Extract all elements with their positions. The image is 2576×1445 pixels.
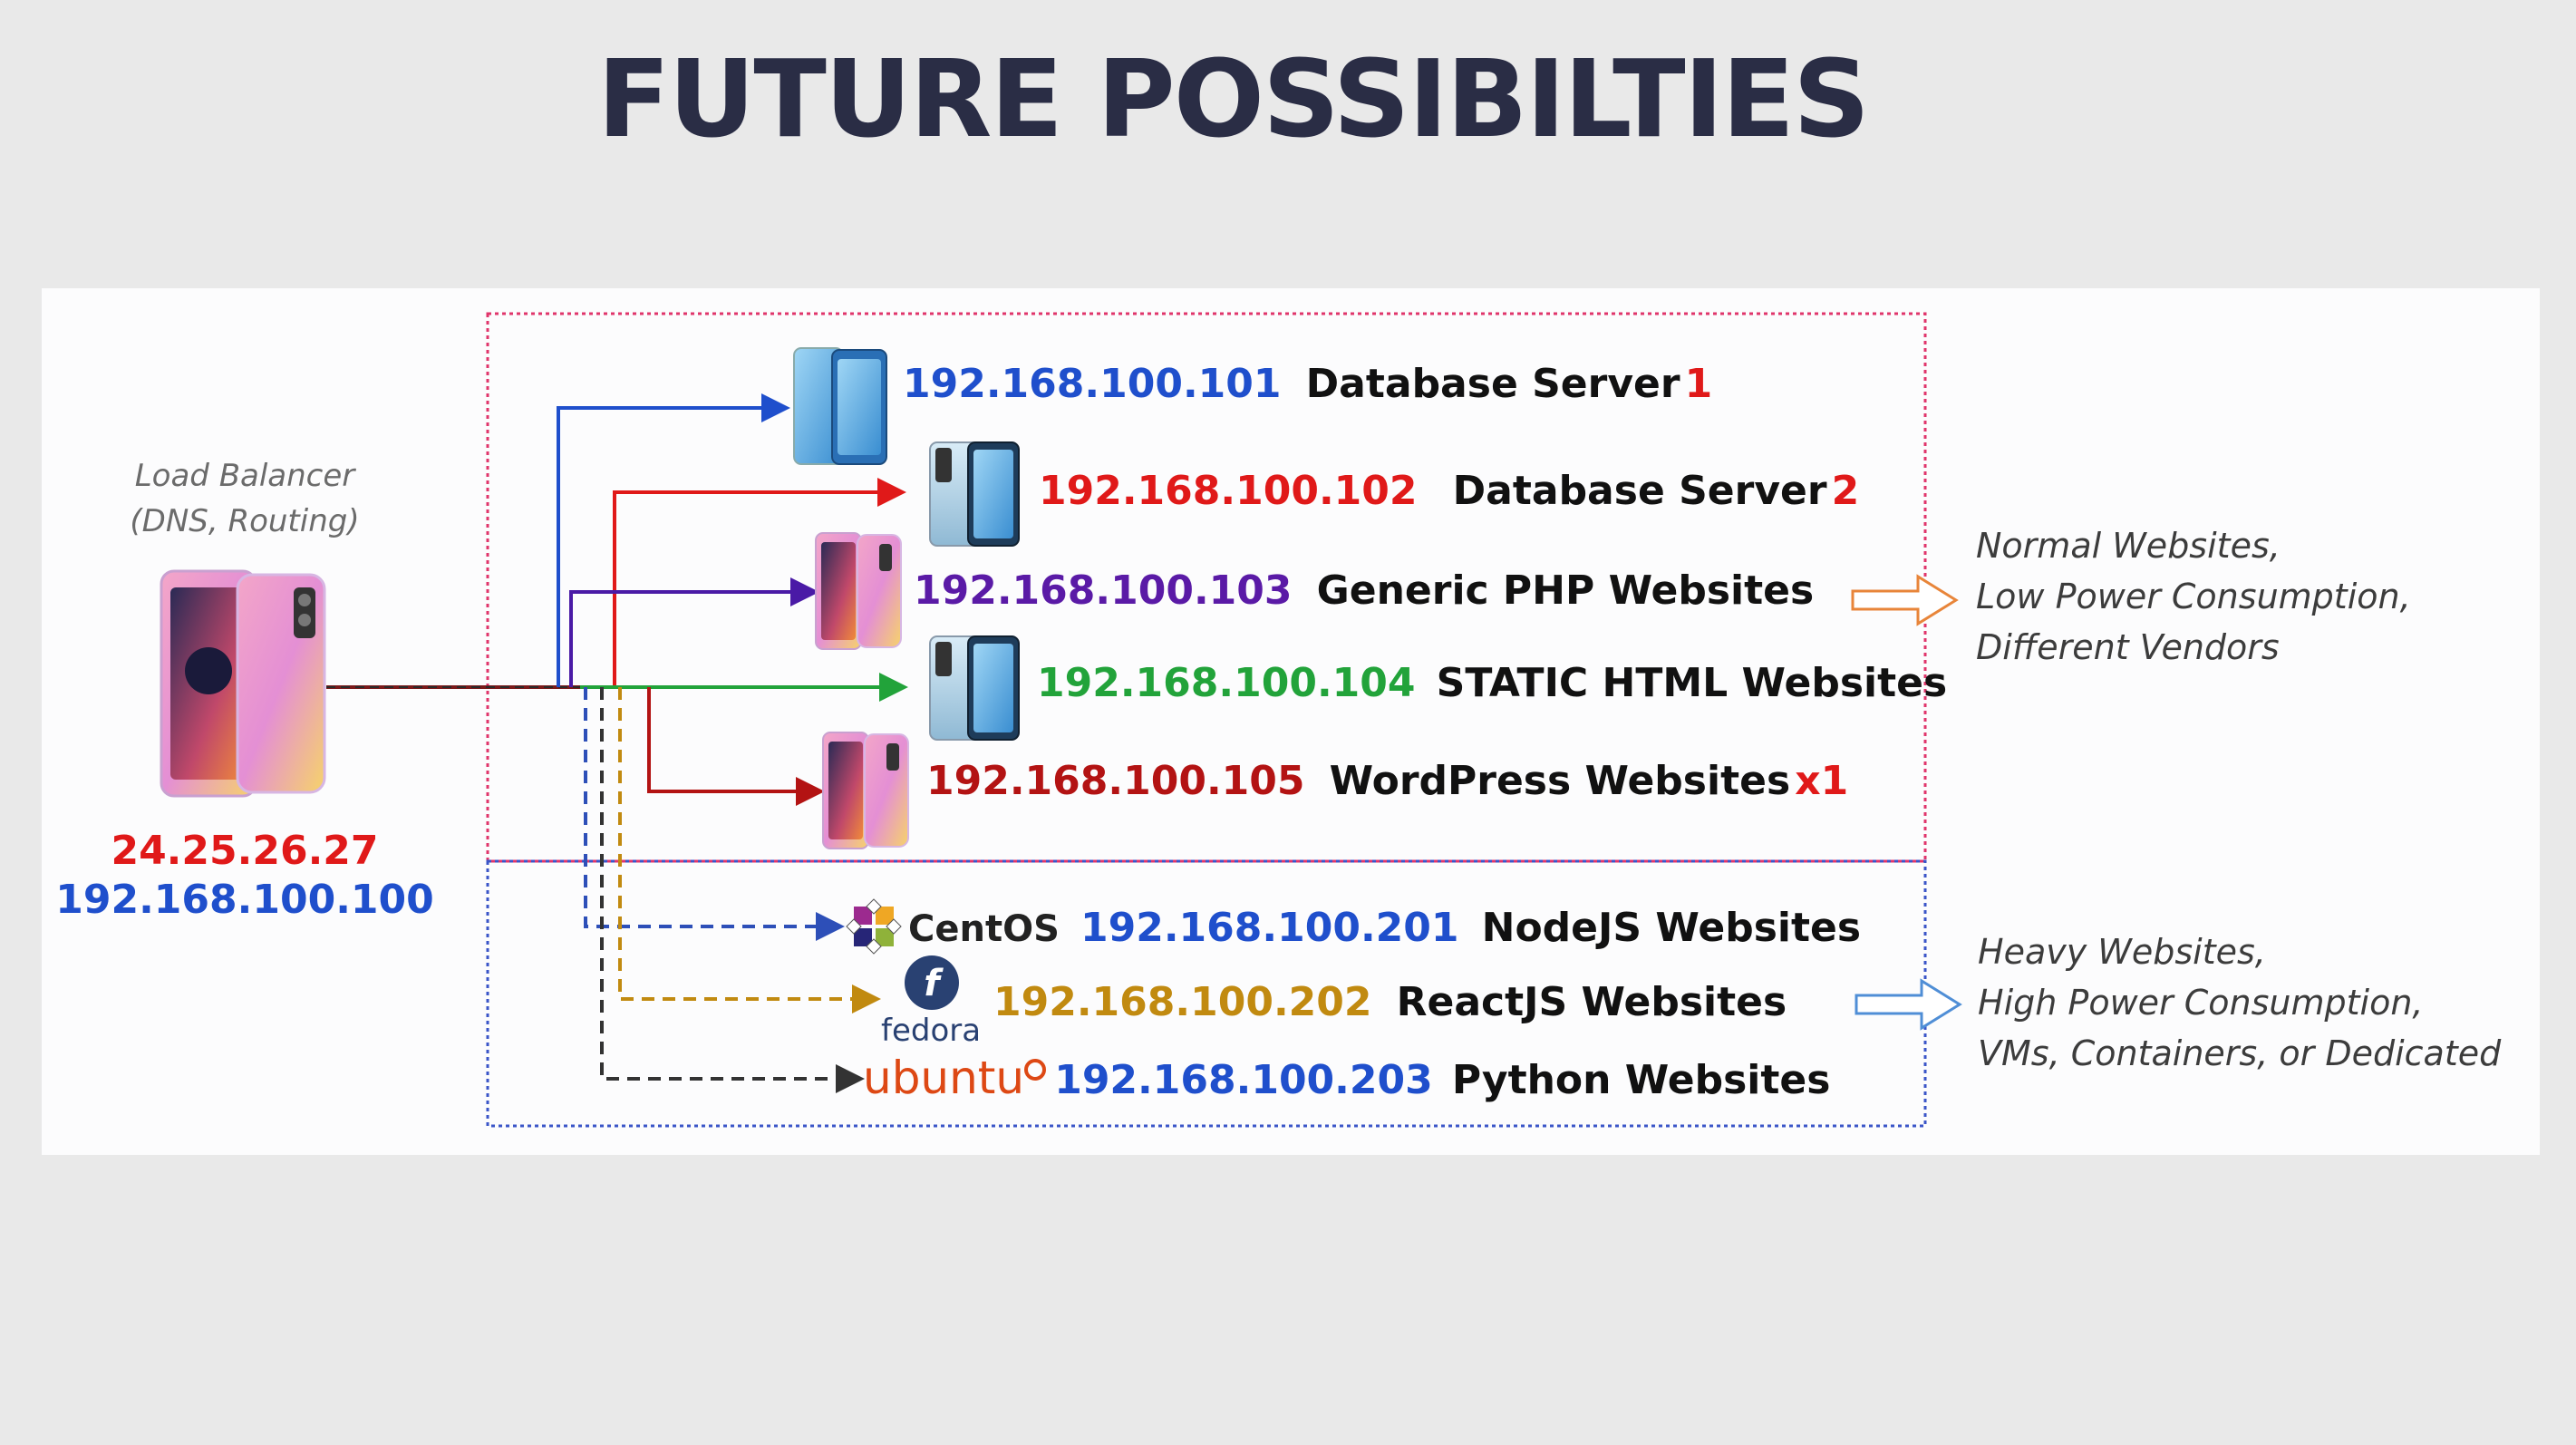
public-ip: 24.25.26.27: [111, 828, 379, 874]
load-balancer-label: Load Balancer (DNS, Routing): [130, 458, 360, 539]
server-row-104: 192.168.100.104 STATIC HTML Websites: [1037, 660, 1948, 706]
private-ip: 192.168.100.100: [55, 877, 434, 923]
hollow-arrow-top-icon: [1851, 574, 1959, 626]
load-balancer-ips: 24.25.26.27 192.168.100.100: [54, 827, 435, 925]
arrow-to-server-102: [613, 478, 906, 687]
vm-row-203: ubuntu 192.168.100.203 Python Websites: [863, 1052, 1831, 1104]
vm-row-201: CentOS 192.168.100.201 NodeJS Websites: [908, 905, 1862, 951]
server-row-102: 192.168.100.102 Database Server 2: [1039, 468, 1860, 514]
arrow-to-server-101: [557, 393, 790, 687]
arrow-to-vm-201: [584, 687, 845, 941]
arrow-to-server-103: [569, 577, 819, 687]
phone-icon-103: [815, 532, 902, 650]
arrow-to-server-105: [647, 687, 825, 806]
vm-row-202: 192.168.100.202 ReactJS Websites: [993, 979, 1787, 1025]
ubuntu-wordmark: ubuntu: [863, 1052, 1025, 1104]
fedora-logo: f: [905, 955, 959, 1010]
phone-icon-102: [929, 441, 1020, 547]
server-row-101: 192.168.100.101 Database Server 1: [903, 361, 1713, 407]
note-normal-websites: Normal Websites, Low Power Consumption, …: [1976, 526, 2411, 667]
ubuntu-circle-icon: [1024, 1059, 1046, 1081]
page-title: FUTURE POSSIBILTIES: [596, 36, 1870, 161]
diagram-panel: [42, 288, 2540, 1155]
svg-text:f: f: [924, 963, 944, 1004]
centos-wordmark: CentOS: [908, 908, 1060, 950]
hollow-arrow-bottom-icon: [1855, 978, 1962, 1031]
server-row-103: 192.168.100.103 Generic PHP Websites: [914, 567, 1815, 614]
phone-icon-101: [793, 347, 887, 465]
server-row-105: 192.168.100.105 WordPress Websites x1: [926, 758, 1849, 804]
load-balancer-phone-icon: [160, 569, 326, 798]
arrow-to-vm-203: [600, 687, 865, 1093]
phone-icon-104: [929, 635, 1020, 741]
arrow-to-vm-202: [618, 687, 881, 1013]
fedora-wordmark: fedora: [881, 1013, 982, 1049]
phone-icon-105: [822, 732, 909, 849]
note-heavy-websites: Heavy Websites, High Power Consumption, …: [1978, 932, 2502, 1073]
centos-logo: [846, 898, 902, 955]
